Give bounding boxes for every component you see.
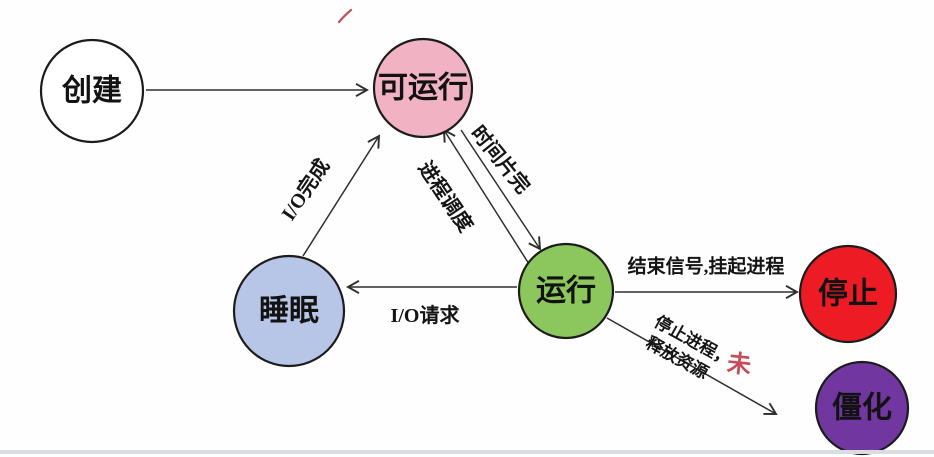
node-create-label: 创建 <box>61 75 122 108</box>
node-sleep-label: 睡眠 <box>259 295 319 328</box>
edge-running-to-runnable-arrow <box>442 128 530 265</box>
node-create: 创建 <box>39 38 145 144</box>
node-stopped: 停止 <box>798 244 898 344</box>
node-stopped-circle <box>798 244 898 344</box>
node-zombie: 僵化 <box>814 360 910 456</box>
label-time-slice: 时间片完 <box>466 121 535 198</box>
label-io-complete: I/O完成 <box>276 154 334 225</box>
red-pen-tick-mark <box>337 8 353 24</box>
not-done-annotation: 未 <box>726 350 753 379</box>
node-zombie-label: 僵化 <box>832 392 892 425</box>
node-running: 运行 <box>517 242 615 340</box>
node-sleep: 睡眠 <box>232 254 346 368</box>
label-io-request: I/O请求 <box>391 303 461 327</box>
edge-sleep-to-runnable-arrow <box>302 134 381 257</box>
node-runnable-label: 可运行 <box>378 72 468 105</box>
node-sleep-circle <box>232 254 346 368</box>
edge-runnable-to-running-arrow <box>460 129 542 251</box>
node-runnable: 可运行 <box>372 37 474 139</box>
page-bottom-edge <box>0 450 934 454</box>
edge-running-to-zombie-arrow <box>606 317 778 415</box>
node-stopped-label: 停止 <box>818 278 878 311</box>
node-running-label: 运行 <box>536 275 596 308</box>
node-runnable-circle <box>372 37 474 139</box>
label-end-signal: 结束信号,挂起进程 <box>628 255 785 278</box>
node-create-circle <box>39 38 145 144</box>
node-running-circle <box>517 242 615 340</box>
